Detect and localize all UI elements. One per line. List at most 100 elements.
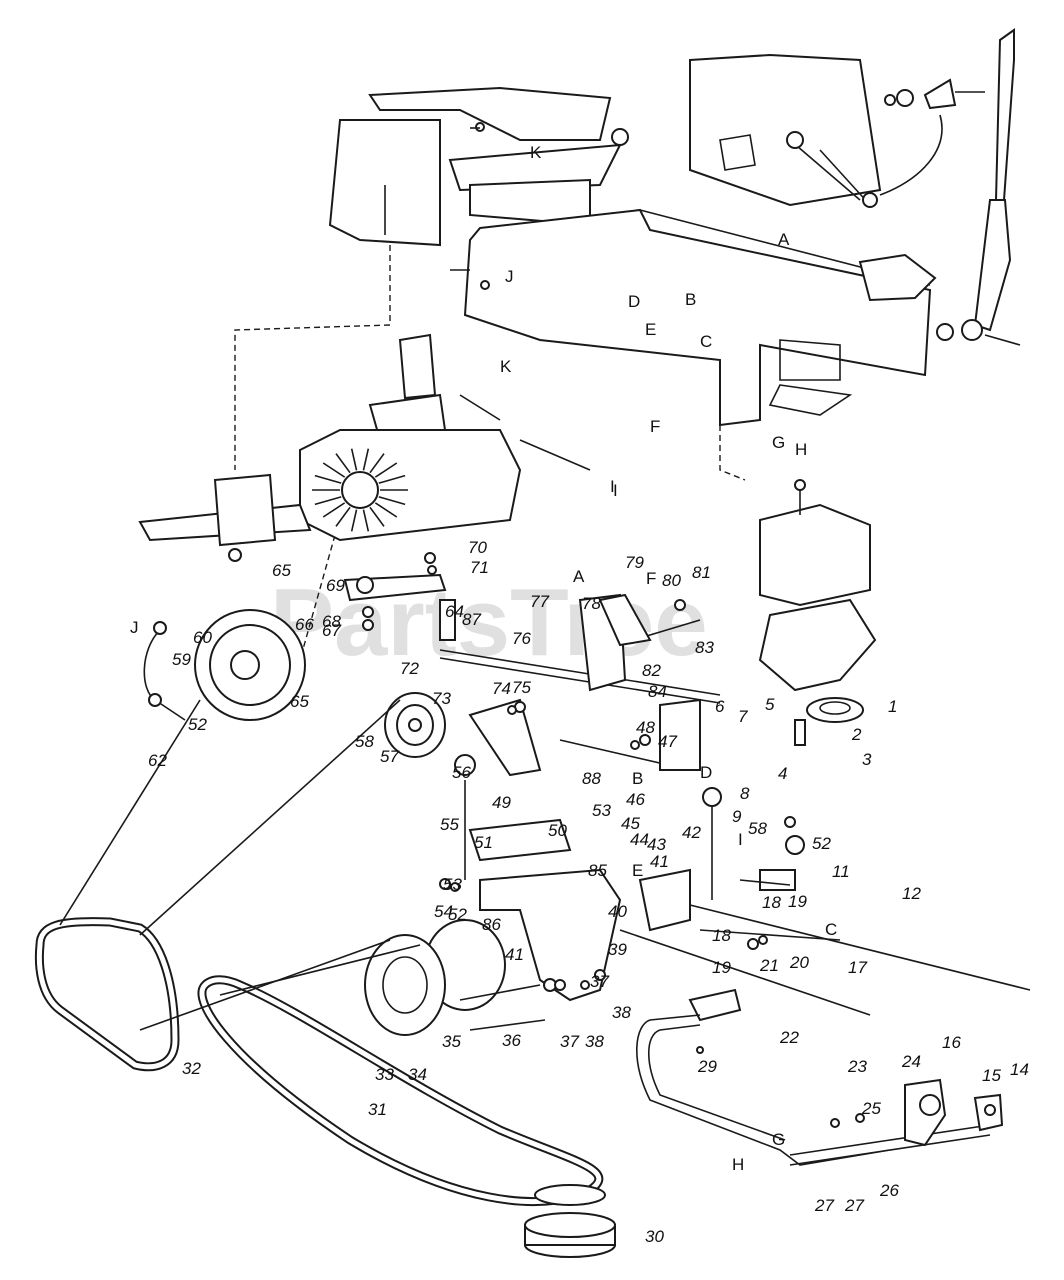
belt-tangent-lines bbox=[59, 699, 421, 1031]
part-label-27: 27 bbox=[814, 1196, 834, 1215]
cooling-fin bbox=[350, 448, 358, 471]
connector-letter-I: I bbox=[610, 477, 615, 496]
part-label-52: 52 bbox=[812, 834, 831, 853]
part-label-52: 52 bbox=[188, 715, 207, 734]
part-label-53: 53 bbox=[443, 875, 462, 894]
connector-letter-I: I bbox=[738, 830, 743, 849]
connector-letter-F: F bbox=[650, 417, 660, 436]
part-label-20: 20 bbox=[789, 953, 809, 972]
cooling-fin bbox=[369, 453, 385, 474]
part-label-4: 4 bbox=[778, 764, 787, 783]
part-label-8: 8 bbox=[740, 784, 750, 803]
part-label-11: 11 bbox=[832, 862, 850, 881]
connector-letter-E: E bbox=[645, 320, 656, 339]
part-label-37: 37 bbox=[560, 1032, 579, 1051]
cooling-fin bbox=[314, 496, 342, 506]
connector-letter-D: D bbox=[700, 763, 712, 782]
part-label-88: 88 bbox=[582, 769, 601, 788]
part-label-31: 31 bbox=[368, 1100, 387, 1119]
part-label-84: 84 bbox=[648, 682, 667, 701]
part-label-75: 75 bbox=[512, 678, 531, 697]
connector-letter-I: I bbox=[613, 481, 618, 500]
part-label-86: 86 bbox=[482, 915, 501, 934]
part-label-45: 45 bbox=[621, 814, 640, 833]
belt-31-inner bbox=[199, 977, 602, 1205]
cooling-fin bbox=[378, 474, 406, 484]
part-label-40: 40 bbox=[608, 902, 627, 921]
part-label-65: 65 bbox=[272, 561, 291, 580]
part-label-27: 27 bbox=[844, 1196, 864, 1215]
connector-letter-B: B bbox=[685, 290, 696, 309]
cooling-fin bbox=[335, 453, 351, 474]
part-label-71: 71 bbox=[470, 558, 489, 577]
part-label-85: 85 bbox=[588, 861, 607, 880]
part-label-62: 62 bbox=[148, 751, 167, 770]
part-label-65: 65 bbox=[290, 692, 309, 711]
connector-letter-J: J bbox=[505, 267, 514, 286]
pulley-30 bbox=[524, 1184, 616, 1258]
part-label-33: 33 bbox=[375, 1065, 394, 1084]
part-label-67: 67 bbox=[322, 621, 341, 640]
frame-plate bbox=[450, 208, 937, 427]
connector-letter-A: A bbox=[573, 567, 585, 586]
cooling-fin bbox=[314, 474, 342, 484]
part-label-60: 60 bbox=[193, 628, 212, 647]
cooling-fin bbox=[362, 448, 370, 471]
part-label-7: 7 bbox=[738, 707, 748, 726]
connector-letter-D: D bbox=[628, 292, 640, 311]
idler-assembly bbox=[343, 573, 721, 777]
part-label-36: 36 bbox=[502, 1031, 521, 1050]
part-label-77: 77 bbox=[530, 592, 549, 611]
cooling-fin bbox=[322, 462, 346, 478]
part-label-83: 83 bbox=[695, 638, 714, 657]
part-label-59: 59 bbox=[172, 650, 191, 669]
part-label-47: 47 bbox=[658, 732, 677, 751]
part-label-19: 19 bbox=[788, 892, 807, 911]
part-label-81: 81 bbox=[692, 563, 711, 582]
part-label-41: 41 bbox=[505, 945, 524, 964]
cooling-fin bbox=[335, 506, 351, 527]
part-label-74: 74 bbox=[492, 679, 511, 698]
cooling-fin bbox=[350, 509, 358, 532]
part-label-37: 37 bbox=[590, 972, 609, 991]
misc-hardware bbox=[362, 552, 865, 1128]
part-label-19: 19 bbox=[712, 958, 731, 977]
part-label-18: 18 bbox=[712, 926, 731, 945]
connector-letter-H: H bbox=[795, 440, 807, 459]
part-label-39: 39 bbox=[608, 940, 627, 959]
part-label-46: 46 bbox=[626, 790, 645, 809]
part-label-29: 29 bbox=[697, 1057, 717, 1076]
connector-letter-A: A bbox=[778, 230, 790, 249]
connector-letter-C: C bbox=[700, 332, 712, 351]
part-label-38: 38 bbox=[612, 1003, 631, 1022]
part-label-50: 50 bbox=[548, 821, 567, 840]
part-label-3: 3 bbox=[862, 750, 872, 769]
shift-lever bbox=[936, 28, 1021, 346]
connector-letter-G: G bbox=[772, 433, 785, 452]
part-label-35: 35 bbox=[442, 1032, 461, 1051]
part-label-5: 5 bbox=[765, 695, 775, 714]
part-label-18: 18 bbox=[762, 893, 781, 912]
part-label-82: 82 bbox=[642, 661, 661, 680]
part-label-55: 55 bbox=[440, 815, 459, 834]
connector-letter-K: K bbox=[530, 143, 542, 162]
connector-letter-F: F bbox=[646, 569, 656, 588]
part-label-44: 44 bbox=[630, 830, 649, 849]
connector-letter-C: C bbox=[825, 920, 837, 939]
cooling-fin bbox=[374, 462, 398, 478]
part-label-57: 57 bbox=[380, 747, 399, 766]
part-label-52: 52 bbox=[448, 905, 467, 924]
connector-letter-H: H bbox=[732, 1155, 744, 1174]
connection-lines bbox=[234, 245, 746, 666]
part-label-23: 23 bbox=[847, 1057, 867, 1076]
control-linkage bbox=[454, 754, 1031, 1016]
part-label-25: 25 bbox=[861, 1099, 881, 1118]
cooling-fin bbox=[374, 502, 398, 518]
part-label-42: 42 bbox=[682, 823, 701, 842]
part-label-58: 58 bbox=[748, 819, 767, 838]
part-label-17: 17 bbox=[848, 958, 867, 977]
cooling-fin bbox=[369, 506, 385, 527]
